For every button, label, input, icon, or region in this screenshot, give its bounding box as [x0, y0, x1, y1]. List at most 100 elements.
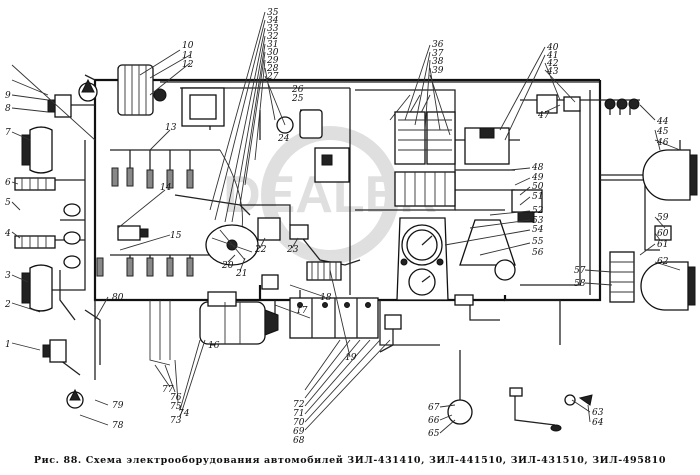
callout-57: 57 — [574, 266, 586, 276]
headlamp-left-bottom — [21, 264, 53, 312]
sidelight-left-top — [47, 94, 72, 118]
callout-18: 18 — [320, 293, 332, 303]
callout-7: 7 — [5, 128, 11, 138]
callout-31: 31 — [267, 40, 278, 50]
callout-66: 66 — [428, 416, 440, 426]
starter-motor — [199, 291, 279, 345]
callout-38: 38 — [432, 57, 444, 67]
callout-41: 41 — [546, 51, 558, 61]
instrument-fuses — [394, 171, 456, 207]
rear-sensors — [564, 394, 593, 406]
callout-27: 27 — [266, 72, 279, 82]
callout-40: 40 — [546, 43, 559, 53]
callout-54: 54 — [532, 225, 544, 235]
callout-56: 56 — [532, 248, 544, 258]
callout-58: 58 — [574, 279, 586, 289]
callout-10: 10 — [182, 41, 194, 51]
callout-13: 13 — [165, 123, 177, 133]
callout-1: 1 — [5, 340, 11, 350]
spark-plugs-lower — [96, 257, 194, 277]
callout-50: 50 — [532, 182, 544, 192]
callout-19: 19 — [345, 353, 357, 363]
callout-76: 76 — [170, 393, 182, 403]
callout-3: 3 — [5, 271, 11, 281]
callout-53: 53 — [532, 216, 544, 226]
horn-bottom — [66, 388, 84, 409]
callout-80: 80 — [112, 293, 124, 303]
callout-22: 22 — [254, 245, 267, 255]
generator — [117, 64, 167, 116]
fuel-sensor — [447, 350, 473, 425]
fog-lamps-left — [63, 203, 81, 269]
callout-8: 8 — [5, 104, 11, 114]
switch-block-right — [511, 189, 543, 223]
callout-36: 36 — [432, 40, 444, 50]
callout-33: 33 — [267, 24, 279, 34]
callout-9: 9 — [5, 91, 11, 101]
figure-caption: Рис. 88. Схема электрооборудования автом… — [33, 455, 667, 466]
callout-45: 45 — [656, 127, 669, 137]
relay-box-right — [464, 127, 510, 165]
callout-15: 15 — [170, 231, 182, 241]
connector-block-right — [609, 251, 635, 303]
callout-59: 59 — [657, 213, 669, 223]
callout-75: 75 — [170, 402, 182, 412]
callout-62: 62 — [657, 257, 669, 267]
callout-64: 64 — [592, 418, 604, 428]
callout-12: 12 — [182, 60, 194, 70]
wiper-motor — [276, 109, 323, 139]
callout-79: 79 — [112, 401, 124, 411]
callout-35: 35 — [267, 8, 279, 18]
callout-51: 51 — [532, 192, 543, 202]
callout-17: 17 — [296, 306, 308, 316]
temp-sensor — [306, 261, 342, 281]
callout-77: 77 — [162, 385, 174, 395]
connector-block-left-top — [14, 177, 56, 191]
callout-63: 63 — [592, 408, 604, 418]
spark-plugs-upper — [111, 167, 194, 189]
callout-21: 21 — [235, 269, 247, 279]
callout-47: 47 — [537, 111, 550, 121]
horn-top — [78, 78, 98, 102]
callout-55: 55 — [532, 237, 544, 247]
callout-39: 39 — [432, 66, 444, 76]
callout-42: 42 — [546, 59, 559, 69]
callout-6: 6 — [5, 178, 11, 188]
headlamp-left-top — [21, 126, 53, 174]
ground-switch — [379, 314, 402, 353]
callout-2: 2 — [4, 300, 11, 310]
callout-34: 34 — [267, 16, 279, 26]
bottom-connector — [454, 294, 474, 306]
callout-leaders — [11, 11, 681, 434]
brake-switch — [509, 387, 562, 432]
voltage-regulator — [181, 87, 225, 127]
callout-60: 60 — [657, 229, 669, 239]
callout-20: 20 — [221, 261, 234, 271]
distributor — [205, 224, 259, 266]
callout-14: 14 — [160, 183, 172, 193]
batteries — [289, 297, 379, 339]
callout-78: 78 — [112, 421, 124, 431]
callout-43: 43 — [546, 67, 559, 77]
callout-4: 4 — [4, 229, 11, 239]
speedometer-sensor — [459, 219, 516, 281]
callout-29: 29 — [266, 56, 279, 66]
callout-52: 52 — [532, 206, 544, 216]
callout-37: 37 — [432, 49, 444, 59]
callout-30: 30 — [267, 48, 279, 58]
connector-block-left-bottom — [14, 235, 56, 249]
instrument-cluster — [396, 217, 449, 301]
callout-26: 26 — [291, 85, 304, 95]
callout-16: 16 — [208, 341, 220, 351]
callout-11: 11 — [182, 51, 193, 61]
ignition-switch — [257, 217, 309, 241]
sidelight-left-bottom — [42, 339, 67, 363]
ignition-coil — [117, 225, 149, 241]
callout-68: 68 — [293, 436, 305, 446]
callout-69: 69 — [293, 427, 305, 437]
relay-17 — [261, 274, 279, 290]
callout-labels: 1 2 3 4 5 6 7 8 9 10 11 12 13 14 15 16 1… — [4, 8, 669, 446]
callout-24: 24 — [277, 134, 290, 144]
callout-48: 48 — [531, 163, 544, 173]
callout-65: 65 — [428, 429, 440, 439]
